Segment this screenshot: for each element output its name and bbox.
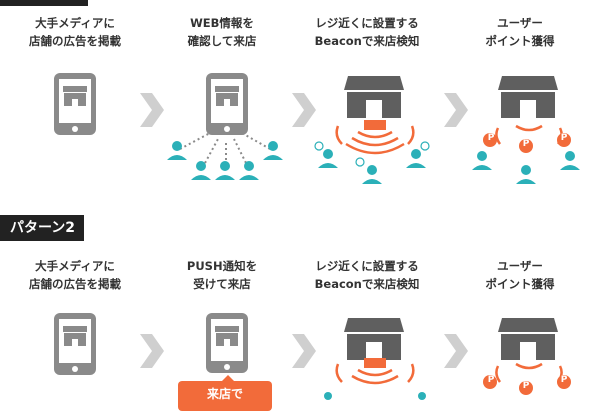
arrow-right-icon xyxy=(444,334,468,368)
arrow-right-icon xyxy=(140,93,164,127)
users-icon xyxy=(314,141,430,184)
point-p: P xyxy=(560,133,568,143)
smartphone-icon xyxy=(206,73,248,135)
step-label-row2-4: ユーザー ポイント獲得 xyxy=(485,259,555,291)
step-label-row1-4: ユーザー ポイント獲得 xyxy=(485,16,555,48)
smartphone-icon xyxy=(206,313,248,373)
points-icon xyxy=(483,362,571,395)
arrow-right-icon xyxy=(292,334,316,368)
point-p: P xyxy=(560,375,568,385)
step-label-row1-1: 大手メディアに 店舗の広告を掲載 xyxy=(29,16,121,48)
pattern2-badge: パターン2 xyxy=(0,215,84,241)
pattern1-header-bar xyxy=(0,0,88,6)
dotted-arrows-icon xyxy=(179,132,271,165)
step-label-row2-2: PUSH通知を 受けて来店 xyxy=(186,259,258,291)
point-p: P xyxy=(487,133,495,143)
point-p: P xyxy=(522,139,530,149)
store-icon xyxy=(498,318,558,360)
smartphone-icon xyxy=(54,73,96,135)
smartphone-icon xyxy=(54,313,96,375)
store-icon xyxy=(344,76,404,118)
step-label-row1-3: レジ近くに設置する Beaconで来店検知 xyxy=(314,16,420,48)
arrow-right-icon xyxy=(140,334,164,368)
users-icon xyxy=(167,141,283,180)
step-label-row2-1: 大手メディアに 店舗の広告を掲載 xyxy=(29,259,121,291)
callout-pointer xyxy=(221,375,235,382)
point-p: P xyxy=(487,375,495,385)
beacon-icon xyxy=(324,358,426,400)
visit-callout: 来店で xyxy=(178,381,272,411)
store-icon xyxy=(498,76,558,118)
point-p: P xyxy=(522,381,530,391)
store-icon xyxy=(344,318,404,360)
step-label-row2-3: レジ近くに設置する Beaconで来店検知 xyxy=(314,259,420,291)
step-label-row1-2: WEB情報を 確認して来店 xyxy=(187,16,257,48)
users-icon xyxy=(472,151,580,184)
arrow-right-icon xyxy=(444,93,468,127)
beacon-icon xyxy=(335,120,415,155)
points-icon xyxy=(483,124,571,153)
arrow-right-icon xyxy=(292,93,316,127)
